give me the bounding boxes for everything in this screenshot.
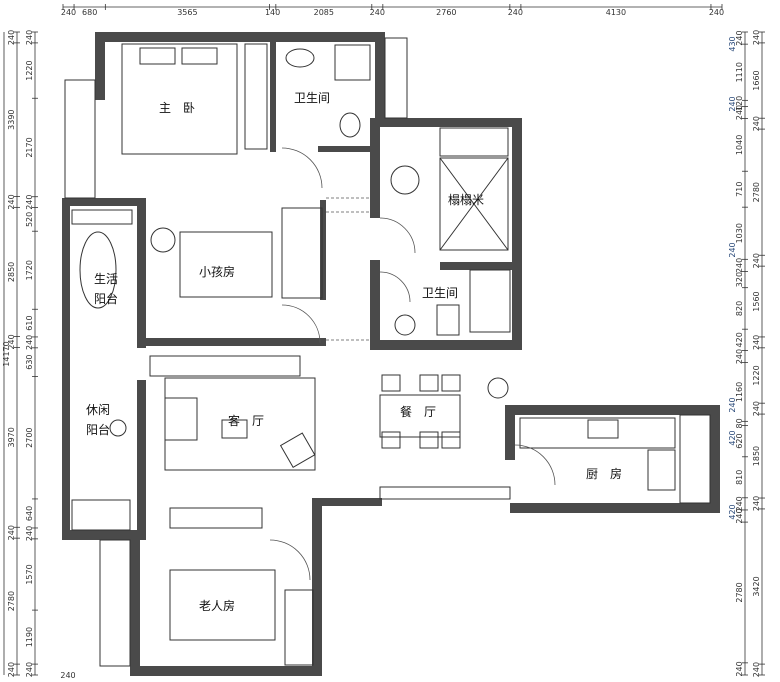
room-label-bathroom-2: 卫生间 <box>422 286 458 300</box>
master-bed <box>121 43 238 155</box>
dim-left-outer-label: 240 <box>7 30 16 45</box>
dim-top-label: 240 <box>370 8 385 17</box>
dim-top-label: 240 <box>508 8 523 17</box>
room-label-elder-room: 老人房 <box>199 598 235 613</box>
walls <box>62 32 720 676</box>
dim-left-inner-label: 1190 <box>25 627 34 647</box>
dim-left-outer-label: 240 <box>7 194 16 209</box>
dim-left-total-label: 14170 <box>2 341 11 366</box>
dim-top-label: 680 <box>82 8 97 17</box>
dim-left-inner-label: 640 <box>25 506 34 521</box>
dim-top-label: 140 <box>265 8 280 17</box>
dim-right-outer-label: 1660 <box>752 70 761 90</box>
dim-right-outer-label: 240 <box>752 662 761 677</box>
dim-right-inner-label: 240 <box>735 496 744 511</box>
dim-right-inner-label: 1030 <box>735 223 744 243</box>
dim-top-label: 4130 <box>606 8 626 17</box>
room-label-living-room: 客 厅 <box>228 413 264 428</box>
dim-right-inner-label: 1040 <box>735 135 744 155</box>
dim-right-inner-label: 240 <box>735 105 744 120</box>
dim-right-outer-label: 1560 <box>752 291 761 311</box>
dim-left-inner-label: 2700 <box>25 427 34 447</box>
dim-right-inner-label: 620 <box>735 433 744 448</box>
dim-right-inner-label: 320 <box>735 272 744 287</box>
dim-left-inner-label: 240 <box>25 335 34 350</box>
room-label-tatami: 榻榻米 <box>448 193 484 207</box>
dim-left-outer-label: 240 <box>7 334 16 349</box>
windows <box>64 37 711 667</box>
dim-right-inner-label: 240 <box>735 349 744 364</box>
room-label-bathroom-1: 卫生间 <box>294 91 330 105</box>
dim-right-outer-label: 240 <box>752 253 761 268</box>
dim-right-extra-label: 240 <box>728 397 737 412</box>
dim-top-label: 2760 <box>436 8 456 17</box>
dim-left-outer-label: 3390 <box>7 110 16 130</box>
dim-right-extra-label: 420 <box>728 430 737 445</box>
dim-right-inner-label: 240 <box>735 30 744 45</box>
child-bed <box>179 231 273 298</box>
room-label-leisure-balcony-2: 阳台 <box>86 422 110 437</box>
dim-right-extra-label: 240 <box>728 242 737 257</box>
dim-right-outer-label: 2780 <box>752 182 761 202</box>
room-label-master-bedroom: 主 卧 <box>159 101 195 115</box>
dim-right-inner-label: 710 <box>735 182 744 197</box>
dim-left-inner-label: 240 <box>25 195 34 210</box>
dim-left-inner-label: 2170 <box>25 137 34 157</box>
dim-left-outer-label: 3970 <box>7 427 16 447</box>
dim-left-inner-label: 240 <box>25 662 34 677</box>
furniture <box>71 43 676 666</box>
dim-left-inner-label: 520 <box>25 212 34 227</box>
room-label-leisure-balcony: 休闲 <box>86 403 110 417</box>
dim-right-outer-label: 240 <box>752 335 761 350</box>
dim-right-outer-label: 240 <box>752 401 761 416</box>
dim-left-inner-label: 610 <box>25 315 34 330</box>
dim-right-extra-label: 240 <box>728 96 737 111</box>
dim-right-outer-label: 240 <box>752 496 761 511</box>
dim-right-inner-label: 420 <box>735 332 744 347</box>
dim-left-outer-label: 240 <box>7 662 16 677</box>
dim-left-inner-label: 240 <box>25 526 34 541</box>
dim-top-label: 240 <box>61 8 76 17</box>
dim-right-inner-label: 240 <box>735 258 744 273</box>
dim-left-outer-label: 2850 <box>7 262 16 282</box>
dim-right-inner-label: 120 <box>735 96 744 111</box>
dim-right-extra-label: 420 <box>728 504 737 519</box>
dim-right-inner-label: 80 <box>735 418 744 428</box>
dim-right-inner-label: 240 <box>735 661 744 676</box>
dim-top-label: 3565 <box>177 8 197 17</box>
room-label-living-balcony-2: 阳台 <box>94 291 118 306</box>
dim-right-inner-label: 240 <box>735 508 744 523</box>
dim-right-inner-label: 2780 <box>735 582 744 602</box>
dim-top-label: 2085 <box>314 8 334 17</box>
room-label-child-room: 小孩房 <box>199 264 235 279</box>
dim-right-outer-label: 240 <box>752 116 761 131</box>
dim-bottom-left-label: 240 <box>60 671 75 680</box>
dim-left-inner-label: 1720 <box>25 260 34 280</box>
dim-right-outer-label: 1850 <box>752 446 761 466</box>
dim-left-inner-label: 1570 <box>25 564 34 584</box>
dim-left-inner-label: 1220 <box>25 60 34 80</box>
room-label-dining-room: 餐 厅 <box>400 404 436 419</box>
dim-right-outer-label: 3420 <box>752 576 761 596</box>
dim-right-extra-label: 430 <box>728 36 737 51</box>
dim-right-outer-label: 240 <box>752 30 761 45</box>
dim-right-inner-label: 1110 <box>735 62 744 82</box>
room-label-kitchen: 厨 房 <box>586 466 622 481</box>
room-labels: 主 卧 卫生间 榻榻米 小孩房 生活 阳台 卫生间 休闲 阳台 客 厅 餐 厅 … <box>86 91 622 613</box>
dim-right-outer-label: 1220 <box>752 365 761 385</box>
room-label-living-balcony: 生活 <box>94 272 118 286</box>
dim-left-inner-label: 630 <box>25 354 34 369</box>
elder-bed <box>169 569 276 641</box>
dim-left-outer-label: 240 <box>7 525 16 540</box>
dim-top-label: 240 <box>709 8 724 17</box>
dim-right-inner-label: 1160 <box>735 382 744 402</box>
dim-right-inner-label: 820 <box>735 301 744 316</box>
dim-right-inner-label: 810 <box>735 470 744 485</box>
dim-left-outer-label: 2780 <box>7 591 16 611</box>
dim-left-inner-label: 240 <box>25 30 34 45</box>
